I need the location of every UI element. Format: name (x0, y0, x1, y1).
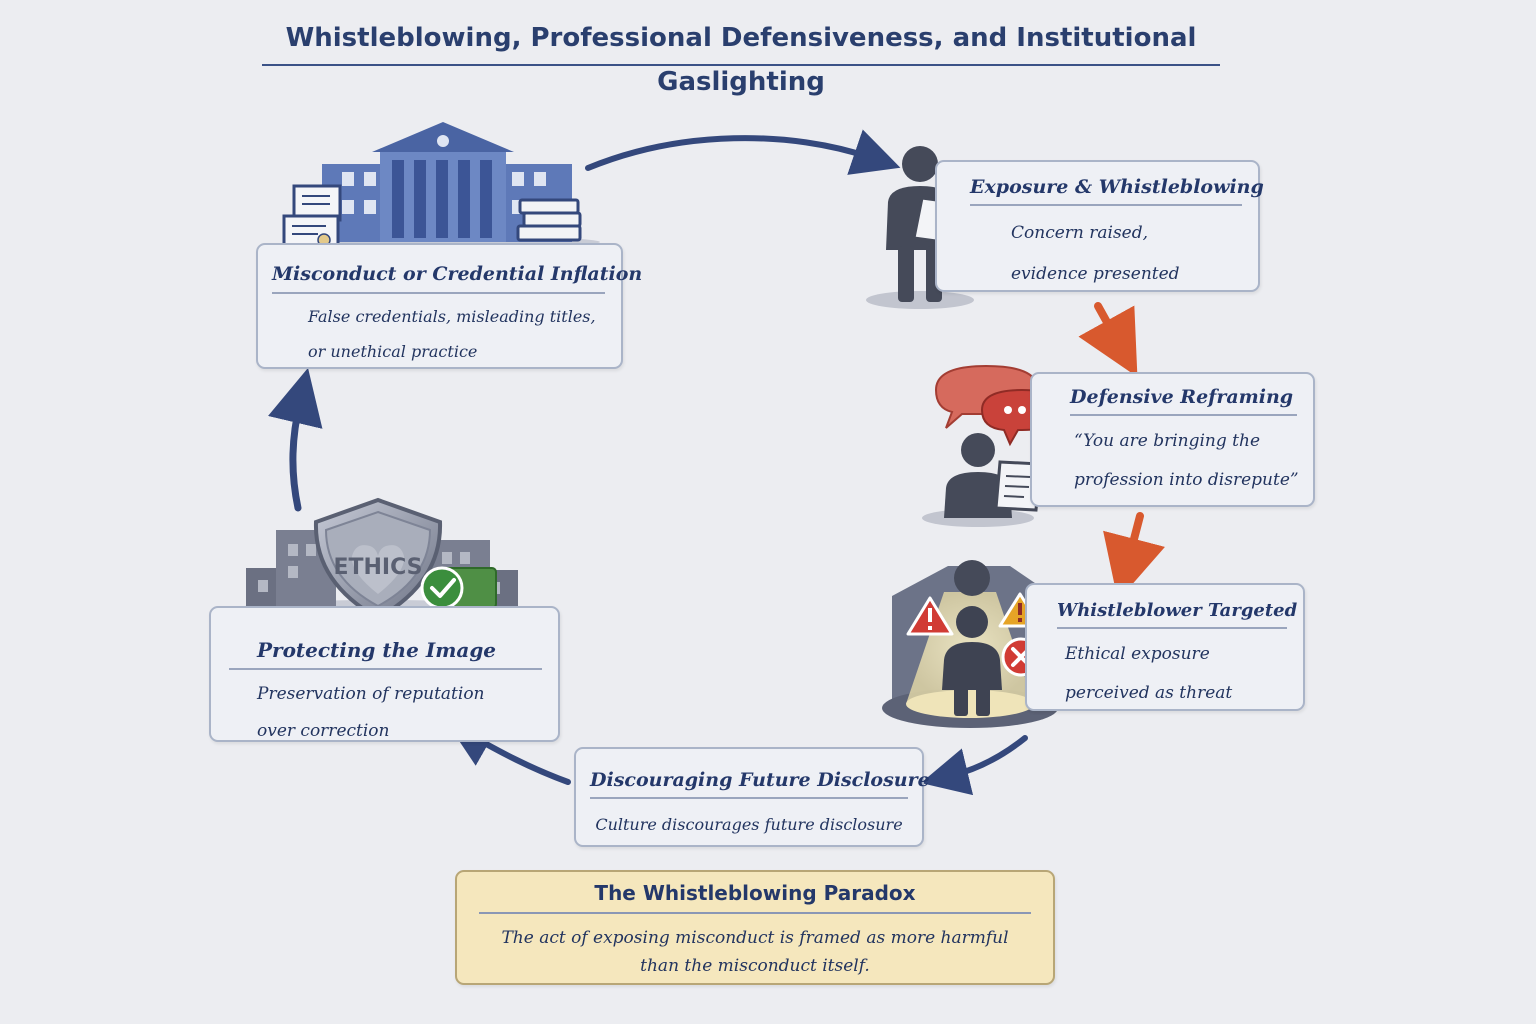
stage-line: evidence presented (1011, 264, 1180, 284)
stage-misconduct: Misconduct or Credential Inflation False… (256, 243, 642, 369)
arrow-targeted-to-disclosure (920, 735, 1028, 796)
paradox-heading: The Whistleblowing Paradox (479, 878, 1031, 914)
stage-line: Culture discourages future disclosure (595, 815, 903, 834)
stage-exposure: Exposure & Whistleblowing Concern raised… (935, 160, 1264, 292)
stage-line: Preservation of reputation (257, 684, 485, 704)
arrow-misconduct-to-exposure (585, 129, 901, 175)
stage-heading: Discouraging Future Disclosure (590, 769, 930, 799)
stage-reframing: Defensive Reframing “You are bringing th… (1030, 372, 1315, 507)
stage-protecting: Protecting the Image Preservation of rep… (209, 606, 560, 742)
cycle-arrows (267, 129, 1166, 796)
shield-label: ETHICS (333, 555, 422, 580)
paradox-callout: The Whistleblowing Paradox The act of ex… (455, 870, 1055, 985)
stage-heading: Misconduct or Credential Inflation (272, 263, 642, 294)
certificate-icon (282, 184, 342, 250)
stage-line: Concern raised, (1011, 223, 1149, 243)
stage-heading: Protecting the Image (229, 638, 542, 670)
arrow-reframing-to-targeted (1103, 512, 1166, 601)
paradox-text: The act of exposing misconduct is framed… (501, 928, 1009, 976)
diagram-title: Whistleblowing, Professional Defensivene… (262, 16, 1220, 97)
stage-disclosure: Discouraging Future Disclosure Culture d… (574, 747, 930, 847)
checkmark-icon (420, 566, 497, 610)
stage-heading: Exposure & Whistleblowing (970, 176, 1264, 206)
person-at-desk-icon (922, 433, 1042, 527)
stage-line: “You are bringing the (1074, 431, 1261, 451)
warning-icon (906, 596, 954, 636)
stage-line: Ethical exposure (1065, 644, 1210, 664)
stage-targeted: Whistleblower Targeted Ethical exposure … (1025, 583, 1305, 711)
stage-line: or unethical practice (308, 342, 478, 361)
stage-line: over correction (257, 721, 390, 741)
stage-heading: Whistleblower Targeted (1057, 600, 1297, 629)
stage-heading: Defensive Reframing (1070, 386, 1297, 416)
arrow-protecting-to-misconduct (267, 367, 323, 512)
book-stack-icon (516, 198, 582, 242)
arrow-exposure-to-reframing (1078, 302, 1138, 377)
stage-line: False credentials, misleading titles, (308, 307, 596, 326)
stage-line: profession into disrepute” (1074, 470, 1299, 490)
stage-line: perceived as threat (1065, 683, 1233, 703)
